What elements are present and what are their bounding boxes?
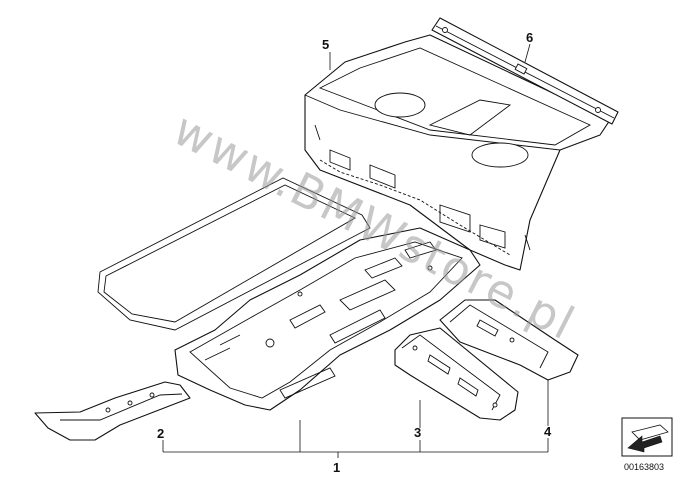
part-1-floor-pan[interactable] [174,227,481,411]
callout-3: 3 [414,425,421,440]
arrow-sheet-icon[interactable] [621,417,673,457]
callout-4: 4 [544,424,552,439]
callouts: 5 6 2 3 4 1 [157,30,552,475]
callout-5: 5 [322,37,329,52]
part-3-bracket[interactable] [394,327,519,421]
part-5-rear-panel[interactable] [304,34,611,271]
diagram-code: 00163803 [624,462,664,472]
part-2-sill-bracket[interactable] [34,381,191,441]
part-4-rear-bracket[interactable] [439,299,579,381]
leader-lines [162,43,549,458]
callout-6: 6 [526,30,533,45]
part-6-crossmember[interactable] [431,17,619,125]
callout-2: 2 [157,426,164,441]
floor-mat-outline [97,177,371,331]
callout-1: 1 [333,460,340,475]
